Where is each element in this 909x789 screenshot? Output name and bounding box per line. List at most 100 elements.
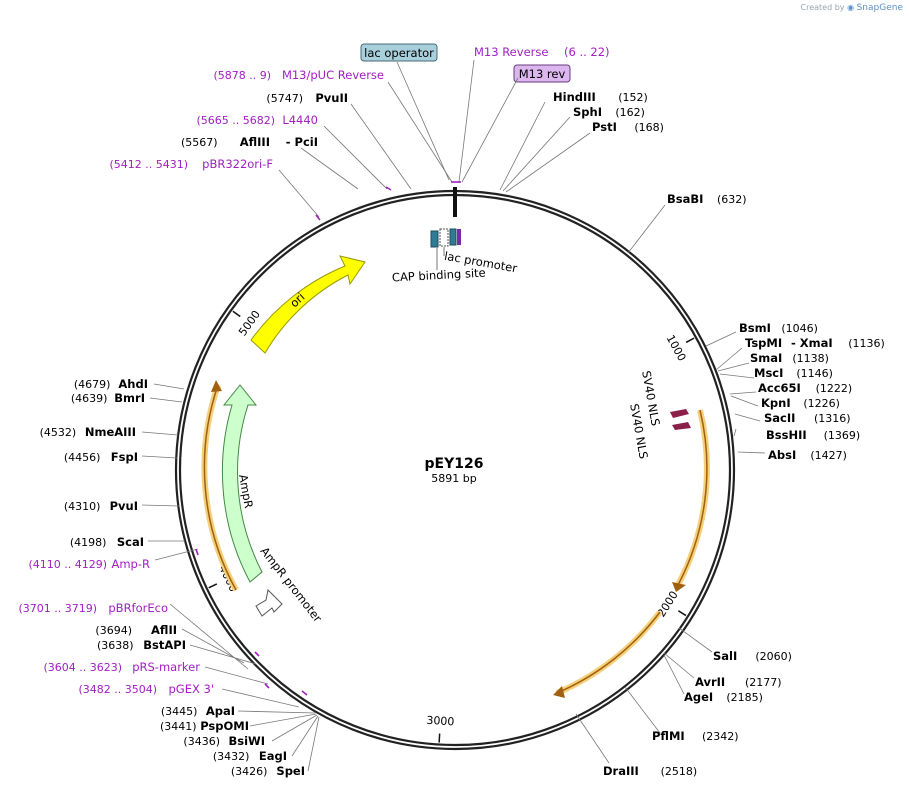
right-label-extra: - XmaI — [791, 336, 833, 350]
left-label-pos: (3441) — [160, 720, 197, 733]
tick-label: 1000 — [664, 333, 689, 364]
right-label-group: HindIII(152)SphI(162)PstI(168)BsaBI(632)… — [553, 90, 885, 778]
origin-marker — [453, 187, 457, 217]
left-label-pos: (3482 .. 3504) — [78, 683, 157, 696]
left-label-name: pGEX 3' — [169, 682, 215, 696]
right-label-name: BssHII — [766, 428, 807, 442]
right-label-name: HindIII — [553, 90, 596, 104]
cap-binding-site-label: CAP binding site — [392, 266, 486, 285]
left-label-pos: (4679) — [74, 378, 111, 391]
left-label-pos: (4532) — [40, 426, 77, 439]
tick-mark — [438, 733, 441, 743]
left-label-pos: (4110 .. 4129) — [28, 558, 107, 571]
left-label-name: ApaI — [206, 704, 235, 718]
left-label-pos: (4198) — [70, 536, 107, 549]
cap-binding-site-feature — [430, 230, 439, 248]
left-label-name: Amp-R — [111, 557, 150, 571]
primer-site-marks — [195, 181, 461, 696]
right-label-name: Acc65I — [758, 381, 801, 395]
left-label-name: AflIII — [240, 135, 270, 149]
right-label-pos: (152) — [618, 91, 648, 104]
right-label-name: DraIII — [603, 764, 639, 778]
left-label-pos: (4639) — [71, 392, 108, 405]
right-label-name: SalI — [713, 649, 737, 663]
left-label-name: pRS-marker — [132, 660, 200, 674]
m13-reverse-label: M13 Reverse — [474, 45, 548, 59]
right-label-pos: (1046) — [781, 322, 818, 335]
left-label-extra: - PciI — [286, 135, 318, 149]
left-label-name: AhdI — [118, 377, 148, 391]
left-label-pos: (3604 .. 3623) — [43, 661, 122, 674]
sv40-nls-feature-2 — [672, 422, 691, 430]
left-label-name: pBRforEco — [108, 601, 168, 615]
tick-mark — [685, 337, 695, 344]
right-label-pos: (1146) — [796, 367, 833, 380]
tick-label: 3000 — [426, 714, 455, 729]
left-label-pos: (4456) — [64, 451, 101, 464]
left-label-pos: (3426) — [231, 765, 268, 778]
ampr-feature — [221, 384, 263, 583]
right-label-pos: (632) — [717, 193, 747, 206]
left-label-pos: (5878 .. 9) — [213, 69, 271, 82]
lac-operator-feature — [449, 228, 457, 246]
right-label-name: BsmI — [739, 321, 771, 335]
left-label-name: pBR322ori-F — [202, 157, 273, 171]
primer-arc-lower — [555, 610, 663, 696]
left-label-name: FspI — [111, 450, 138, 464]
right-label-pos: (162) — [615, 106, 645, 119]
lac-operator-top-label: lac operator — [364, 46, 434, 60]
right-label-pos: (2342) — [702, 730, 739, 743]
left-label-name: NmeAIII — [85, 425, 136, 439]
snapgene-credit: Created by ◉ SnapGene — [801, 3, 904, 13]
left-label-pos: (4310) — [64, 500, 101, 513]
primer-arc-sv40-arrow — [672, 582, 686, 592]
primer-arc-ampr-arrow — [211, 380, 222, 392]
right-label-name: TspMI — [745, 336, 782, 350]
left-label-pos: (3445) — [161, 705, 198, 718]
right-label-pos: (2060) — [755, 650, 792, 663]
primer-arc-lower-arrow — [553, 686, 565, 698]
ampr-promoter-feature — [255, 588, 283, 617]
left-label-name: AflII — [151, 623, 177, 637]
right-label-pos: (1369) — [824, 429, 861, 442]
left-label-pos: (3694) — [95, 624, 132, 637]
ori-feature — [250, 255, 366, 354]
right-label-name: AbsI — [768, 448, 796, 462]
right-label-pos: (1226) — [803, 397, 840, 410]
left-label-pos: (5747) — [266, 92, 303, 105]
left-label-name: BsiWI — [228, 734, 265, 748]
primer-arc-sv40 — [675, 409, 710, 587]
right-label-pos: (2185) — [726, 691, 763, 704]
right-label-name: SphI — [573, 105, 602, 119]
right-label-name: SmaI — [750, 351, 782, 365]
left-label-group: M13/pUC Reverse(5878 .. 9)PvuII(5747)L44… — [18, 68, 384, 778]
left-label-name: BmrI — [114, 391, 145, 405]
plasmid-size: 5891 bp — [431, 472, 476, 485]
right-label-name: SacII — [764, 411, 795, 425]
left-label-name: PspOMI — [200, 719, 249, 733]
left-label-pos: (5412 .. 5431) — [109, 158, 188, 171]
left-label-pos: (5567) — [181, 136, 218, 149]
left-label-pos: (3432) — [213, 750, 250, 763]
right-label-name: KpnI — [761, 396, 791, 410]
credit-prefix: Created by — [800, 3, 845, 12]
left-label-name: EagI — [259, 749, 287, 763]
left-label-pos: (3701 .. 3719) — [18, 602, 97, 615]
left-label-pos: (3638) — [97, 639, 134, 652]
primer-arc-sv40-core — [677, 409, 708, 586]
right-label-pos: (1316) — [814, 412, 851, 425]
m13-rev-box — [513, 64, 571, 83]
right-label-name: AvrII — [695, 675, 725, 689]
left-label-name: M13/pUC Reverse — [282, 68, 384, 82]
left-label-name: PvuII — [315, 91, 348, 105]
left-label-name: PvuI — [110, 499, 138, 513]
left-label-name: ScaI — [117, 535, 144, 549]
right-label-pos: (2518) — [661, 765, 698, 778]
right-label-pos: (2177) — [745, 676, 782, 689]
tick-mark — [208, 583, 218, 589]
lac-promoter-feature — [439, 228, 449, 247]
tick-mark — [232, 310, 241, 318]
right-label-name: MscI — [754, 366, 783, 380]
